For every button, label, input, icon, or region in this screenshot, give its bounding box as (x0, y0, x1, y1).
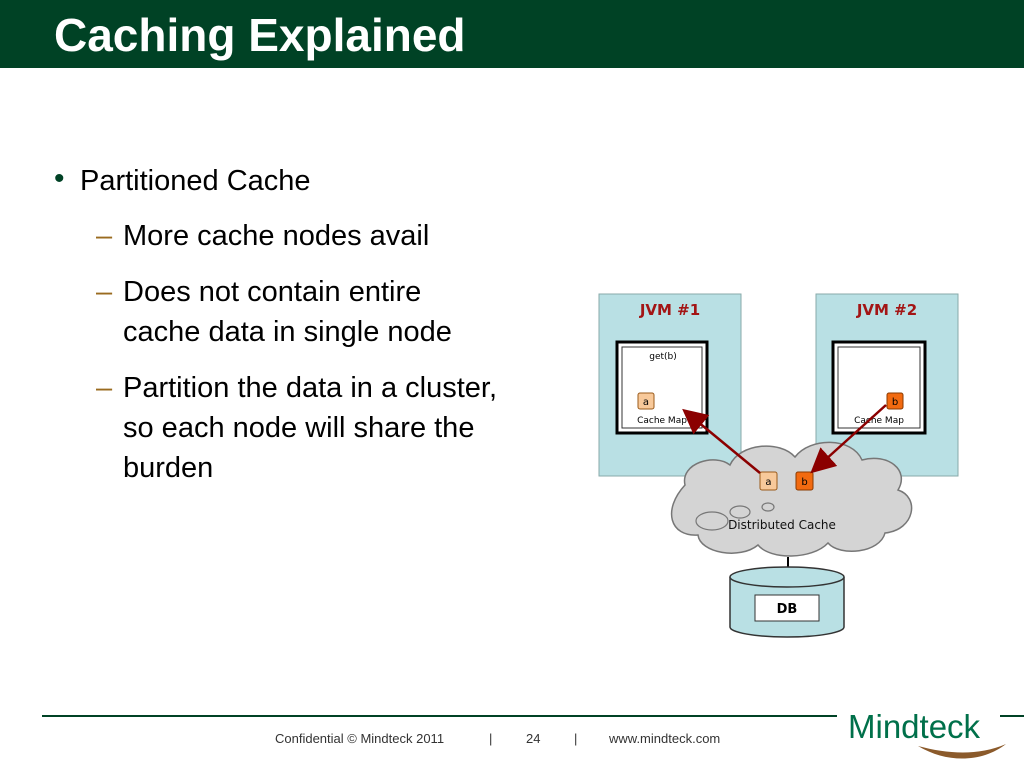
distributed-cache-label: Distributed Cache (728, 518, 836, 532)
jvm2-cache-map: b Cache Map (831, 340, 927, 435)
title-bar: Caching Explained (0, 0, 1024, 68)
footer-separator: | (574, 731, 578, 746)
cloud-item-a-box (759, 471, 778, 491)
arrow-to-jvm1 (682, 408, 761, 474)
dash-icon: – (96, 276, 113, 308)
slide-title: Caching Explained (54, 9, 466, 61)
distributed-cache-cloud: Distributed Cache a b (670, 441, 913, 557)
logo-text: Mindteck (848, 708, 981, 745)
footer-page-number: 24 (526, 731, 541, 746)
cache-map-label: Cache Map (637, 416, 687, 426)
item-a-box (637, 392, 655, 410)
partitioned-cache-diagram: JVM #1 get(b) a Cache Map JVM #2 b Cache… (598, 293, 959, 638)
get-b-label: get(b) (649, 352, 677, 362)
jvm1-cache-map: get(b) a Cache Map (615, 340, 709, 435)
item-b-label: b (892, 397, 898, 408)
footer-separator: | (489, 731, 493, 746)
dash-icon: – (96, 372, 113, 404)
footer-confidential: Confidential © Mindteck 2011 (275, 731, 445, 746)
cloud-item-b-label: b (801, 477, 807, 488)
sub-bullet-partition: – Partition the data in a cluster, so ea… (96, 368, 573, 488)
sub-bullet-entire-data: – Does not contain entire cache data in … (96, 272, 573, 352)
cloud-item-b-box (795, 471, 814, 491)
db-cylinder: DB (729, 566, 845, 638)
sub-bullet-text: Does not contain entire cache data in si… (123, 276, 452, 348)
sub-bullet-text: More cache nodes avail (123, 220, 430, 252)
logo-swoosh-icon (918, 744, 1006, 759)
jvm2-label: JVM #2 (856, 301, 917, 319)
item-a-label: a (643, 397, 649, 408)
arrow-to-jvm2 (810, 404, 887, 474)
item-b-box (886, 392, 904, 410)
sub-bullet-text: Partition the data in a cluster, so each… (123, 372, 497, 484)
bullet-dot-icon: • (54, 162, 65, 195)
jvm1-box: JVM #1 get(b) a Cache Map (598, 293, 742, 477)
mindteck-logo: Mindteck (848, 708, 1008, 760)
dash-icon: – (96, 220, 113, 252)
sub-bullet-nodes: – More cache nodes avail (96, 216, 573, 256)
jvm1-label: JVM #1 (639, 301, 700, 319)
bullet-text: Partitioned Cache (80, 165, 311, 197)
footer-divider-right (1000, 715, 1024, 717)
cache-map-label: Cache Map (854, 416, 904, 426)
jvm2-box: JVM #2 b Cache Map (815, 293, 959, 477)
db-label: DB (777, 602, 798, 617)
footer-website[interactable]: www.mindteck.com (609, 731, 721, 746)
cloud-item-a-label: a (765, 477, 771, 488)
footer-divider (42, 715, 837, 717)
